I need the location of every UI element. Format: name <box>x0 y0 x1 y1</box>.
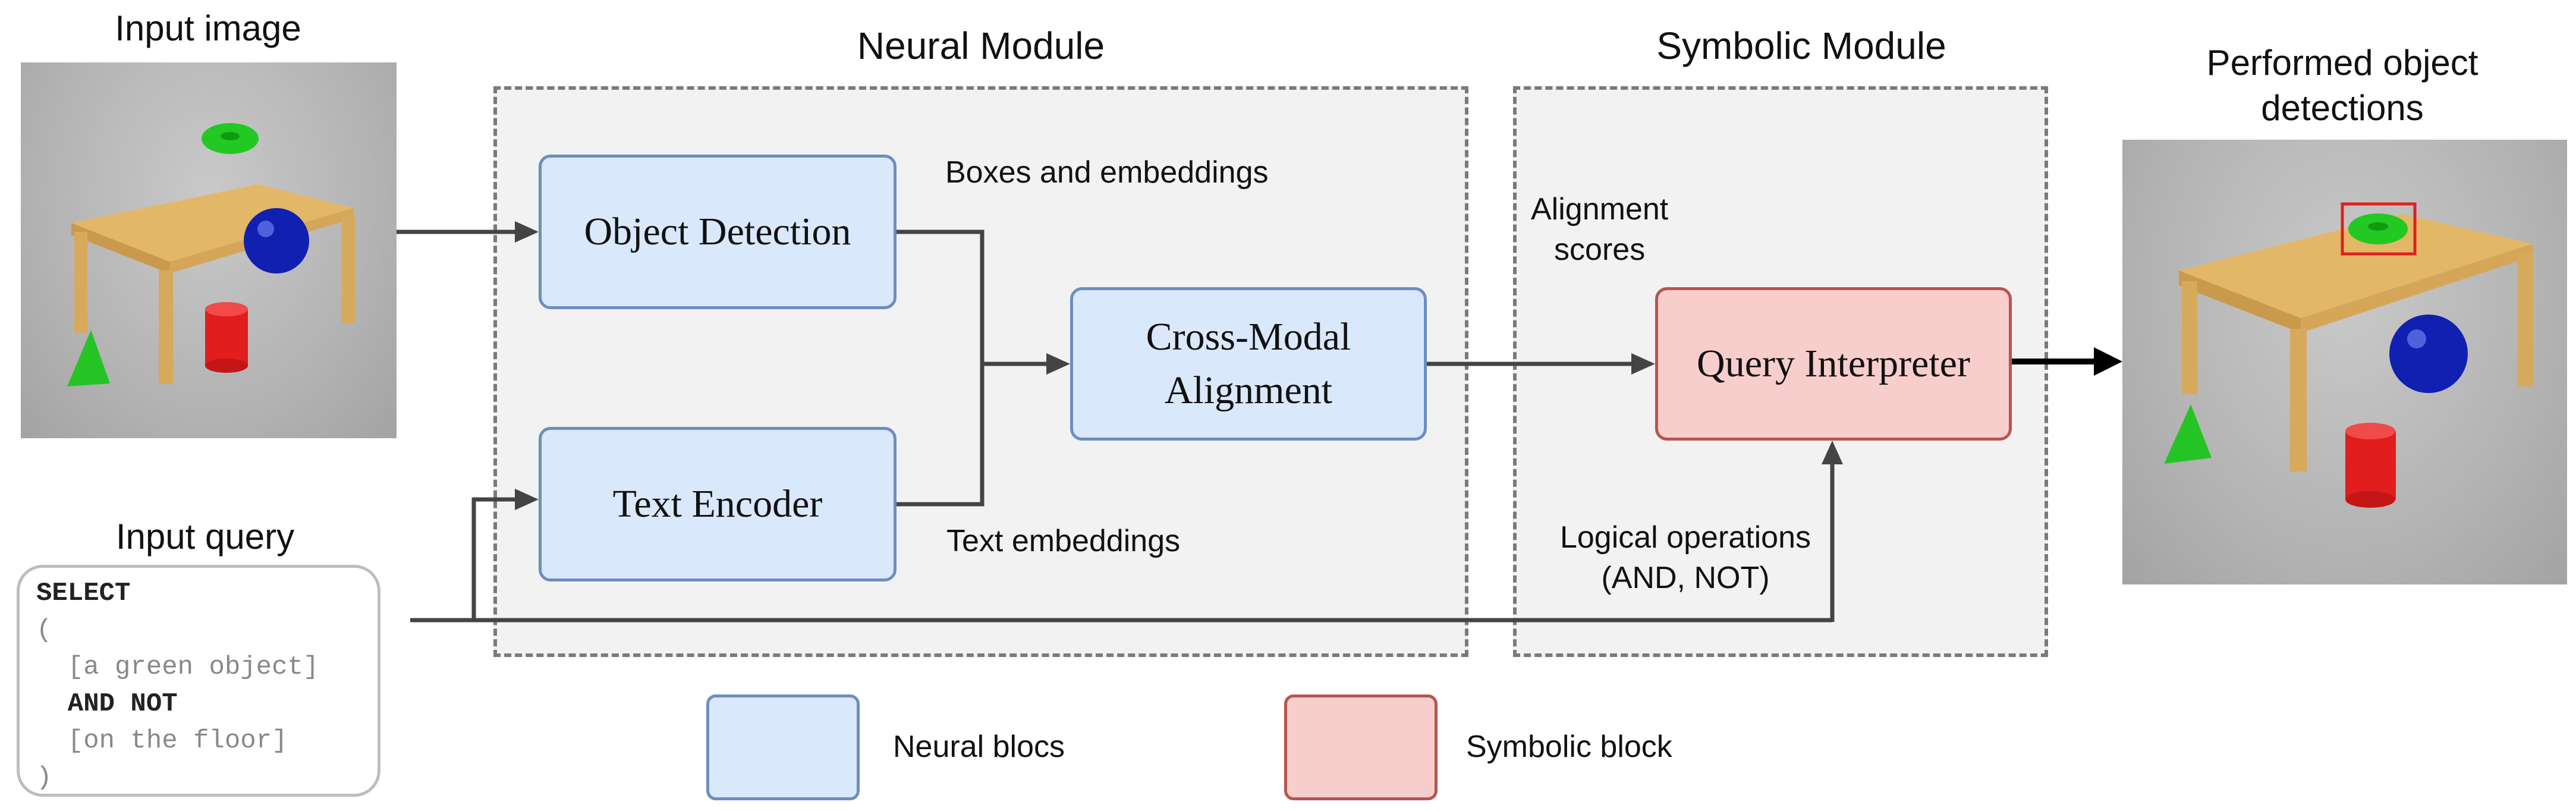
detection-to-alignment-line <box>897 230 985 364</box>
query-line: [on the floor] <box>36 726 288 756</box>
query-line: ( <box>36 615 52 645</box>
torus-hole <box>221 132 240 140</box>
table-leg <box>342 216 355 323</box>
output-image <box>2122 140 2567 584</box>
encoder-to-alignment-line <box>897 364 985 507</box>
query-interpreter-label: Query Interpreter <box>1697 342 1970 385</box>
text-encoder-label: Text Encoder <box>612 482 823 526</box>
cylinder-top <box>205 302 248 316</box>
red-cylinder <box>205 309 248 366</box>
alignment-scores-line2: scores <box>1554 232 1646 267</box>
query-to-encoder-line <box>471 497 523 620</box>
alignment-scores-line1: Alignment <box>1531 192 1669 227</box>
sphere-highlight <box>2407 329 2426 348</box>
arrowhead <box>2094 347 2122 376</box>
output-title-line2: detections <box>2261 88 2424 128</box>
cylinder-bottom <box>2345 491 2395 508</box>
input-image-title: Input image <box>115 8 301 48</box>
query-box: SELECT ( [a green object] AND NOT [on the… <box>17 565 380 797</box>
alignment-scores-label: Alignment scores <box>1531 189 1668 270</box>
logical-operations-line1: Logical operations <box>1559 520 1811 555</box>
table-leg <box>2518 253 2533 386</box>
legend-symbolic-swatch <box>1284 694 1438 800</box>
table-leg <box>159 271 173 384</box>
torus-hole <box>2368 222 2388 231</box>
arrowhead <box>1822 441 1843 464</box>
query-line: SELECT <box>36 579 131 608</box>
query-line: [a green object] <box>36 652 319 682</box>
cylinder-top <box>2345 423 2395 439</box>
input-query-title: Input query <box>115 517 295 557</box>
text-encoder-block: Text Encoder <box>539 427 897 581</box>
green-cone <box>67 330 110 386</box>
arrowhead <box>515 489 539 510</box>
cylinder-bottom <box>205 359 248 373</box>
object-detection-block: Object Detection <box>539 155 897 309</box>
legend-symbolic-label: Symbolic block <box>1466 730 1672 764</box>
red-cylinder <box>2345 431 2396 499</box>
arrowhead <box>1046 353 1070 375</box>
input-image <box>21 62 397 438</box>
boxes-embeddings-label: Boxes and embeddings <box>945 155 1269 190</box>
table-top <box>71 184 354 262</box>
cross-modal-label-line2: Alignment <box>1164 369 1333 412</box>
legend-neural-label: Neural blocs <box>893 730 1065 764</box>
table-edge-front <box>71 223 169 274</box>
output-scene <box>2164 202 2533 508</box>
query-line: AND NOT <box>36 689 178 719</box>
query-interpreter-block: Query Interpreter <box>1655 287 2012 441</box>
table-leg <box>74 232 87 333</box>
query-line: ) <box>36 763 52 793</box>
table-edge-front <box>2179 271 2301 333</box>
neural-module-title: Neural Module <box>857 24 1105 67</box>
arrowhead <box>515 221 539 243</box>
object-detection-label: Object Detection <box>584 210 851 253</box>
output-title-line1: Performed object <box>2206 43 2479 83</box>
table-leg <box>2290 329 2307 471</box>
green-cone <box>2164 404 2212 464</box>
logical-operations-label: Logical operations (AND, NOT) <box>1534 517 1837 598</box>
table-top <box>2179 214 2533 318</box>
logical-operations-line2: (AND, NOT) <box>1601 561 1770 595</box>
cross-modal-label-line1: Cross-Modal <box>1146 315 1351 359</box>
symbolic-module-title: Symbolic Module <box>1656 24 1946 67</box>
cross-modal-alignment-block: Cross-Modal Alignment <box>1070 287 1427 441</box>
output-title: Performed object detections <box>2122 40 2562 131</box>
sphere-highlight <box>257 221 274 237</box>
arrowhead <box>1631 353 1655 375</box>
text-embeddings-label: Text embeddings <box>946 524 1181 558</box>
table-leg <box>2182 281 2197 394</box>
input-scene <box>67 123 355 386</box>
legend-neural-swatch <box>706 694 860 800</box>
detection-box <box>2341 202 2417 256</box>
table-edge-side <box>2301 244 2533 333</box>
